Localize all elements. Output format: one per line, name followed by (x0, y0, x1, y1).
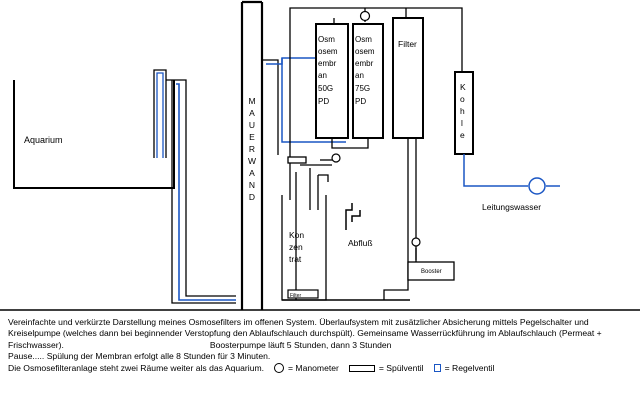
aquarium-label: Aquarium (24, 135, 63, 145)
svg-text:W: W (248, 156, 256, 166)
svg-text:Filter: Filter (398, 39, 417, 49)
svg-text:R: R (249, 144, 255, 154)
caption-line-4: Pause..... Spülung der Membran erfolgt a… (8, 351, 271, 362)
manometer-icon (359, 10, 371, 22)
overflow-pipe (153, 69, 167, 158)
svg-text:E: E (249, 132, 255, 142)
caption-line-2: Kreiselpumpe (welches dann bei beginnend… (8, 328, 602, 339)
svg-text:U: U (249, 120, 255, 130)
svg-text:trat: trat (289, 254, 302, 264)
drain (345, 203, 361, 230)
svg-text:embr: embr (355, 59, 374, 68)
wall (240, 0, 264, 310)
svg-text:e: e (460, 130, 465, 140)
legend-regelventil: = Regelventil (433, 363, 495, 374)
abfluss-label: Abfluß (348, 238, 373, 248)
small-filter: Filter (287, 289, 319, 299)
svg-text:h: h (460, 106, 465, 116)
return-pipe (166, 79, 236, 304)
manometer-booster-icon (411, 237, 421, 247)
manometer-concentrate-icon (331, 153, 341, 163)
kohle-cartridge: K o h l e (454, 71, 474, 155)
svg-text:an: an (355, 71, 364, 80)
svg-text:N: N (249, 180, 255, 190)
svg-text:Osm: Osm (355, 35, 372, 44)
svg-text:an: an (318, 71, 327, 80)
svg-text:o: o (460, 94, 465, 104)
svg-text:Osm: Osm (318, 35, 335, 44)
legend-manometer: = Manometer (274, 363, 339, 374)
svg-text:osem: osem (318, 47, 338, 56)
booster-pump: Booster (407, 261, 455, 281)
svg-text:osem: osem (355, 47, 375, 56)
svg-text:A: A (249, 108, 255, 118)
rinse-valve (287, 156, 307, 164)
caption-line-1: Vereinfachte und verkürzte Darstellung m… (8, 317, 589, 327)
svg-text:embr: embr (318, 59, 337, 68)
concentrate-container: Kon zen trat (281, 195, 327, 301)
caption-line-5: Die Osmosefilteranlage steht zwei Räume … (8, 362, 495, 374)
regelventil-legend-icon (433, 364, 441, 373)
svg-text:D: D (249, 192, 255, 202)
membrane-75g: Osm osem embr an 75G PD (352, 23, 384, 139)
svg-text:Filter: Filter (290, 293, 301, 299)
permeate-pipe (262, 57, 346, 155)
svg-text:PD: PD (355, 97, 366, 106)
spuelventil-legend-icon (348, 364, 375, 372)
svg-text:75G: 75G (355, 84, 370, 93)
inlet-valve-icon (528, 177, 546, 195)
legend-spuelventil: = Spülventil (348, 363, 424, 374)
svg-text:Booster: Booster (421, 269, 442, 275)
svg-text:M: M (248, 96, 255, 106)
filter-cartridge: Filter (392, 17, 424, 139)
manometer-legend-icon (274, 363, 285, 374)
svg-text:K: K (460, 82, 466, 92)
concentrate-lines (295, 159, 336, 300)
membrane-connections (331, 138, 417, 300)
svg-text:A: A (249, 168, 255, 178)
svg-text:l: l (461, 118, 463, 128)
aquarium-tank (13, 80, 175, 189)
svg-text:50G: 50G (318, 84, 333, 93)
caption-line-3: Frischwasser).Boosterpumpe läuft 5 Stund… (8, 339, 392, 350)
svg-text:Kon: Kon (289, 230, 304, 240)
svg-text:zen: zen (289, 242, 303, 252)
leitungswasser-label: Leitungswasser (482, 202, 541, 212)
membrane-50g: Osm osem embr an 50G PD (315, 23, 349, 139)
svg-text:PD: PD (318, 97, 329, 106)
tap-water-line (463, 154, 560, 187)
caption: Vereinfachte und verkürzte Darstellung m… (8, 317, 634, 374)
wall-label: M A U E R W A N D (248, 96, 256, 202)
